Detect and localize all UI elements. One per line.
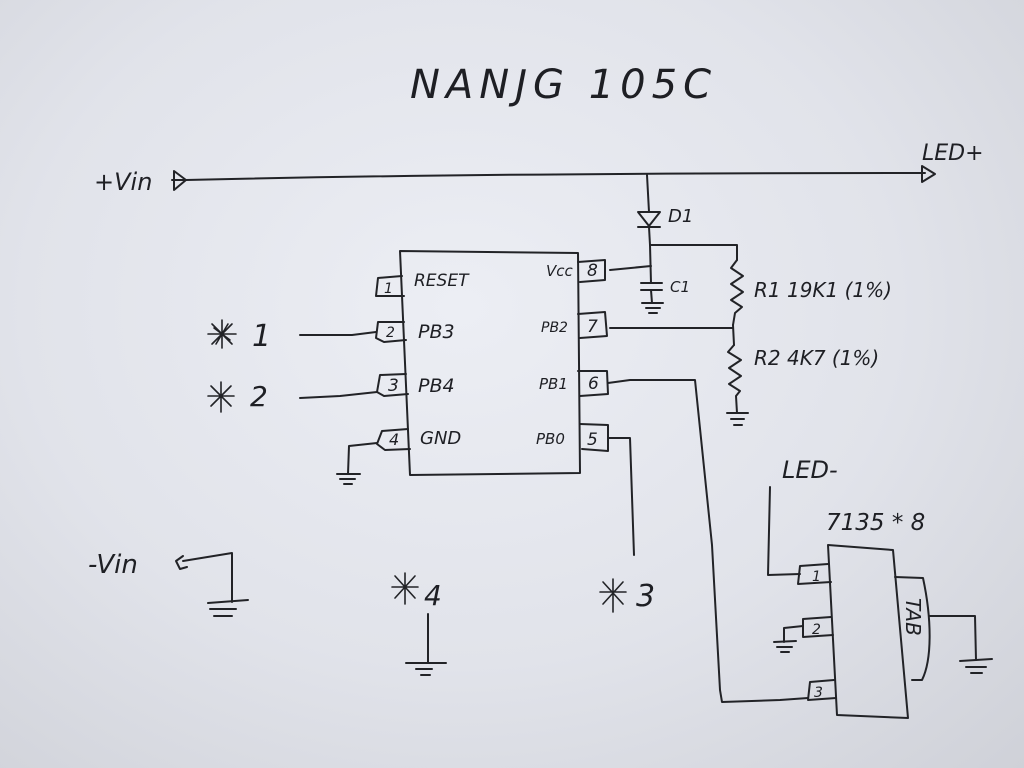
ground-icon xyxy=(641,302,664,314)
star-icon xyxy=(207,319,237,349)
pin-name: Vcc xyxy=(546,262,574,280)
driver-body xyxy=(827,544,909,719)
pb1-wire xyxy=(607,379,809,703)
star-1-connection xyxy=(207,319,377,349)
pin-name: RESET xyxy=(414,271,470,291)
star-icon xyxy=(207,381,235,413)
pin-number: 6 xyxy=(588,374,599,394)
pin-number: 2 xyxy=(386,325,395,341)
star-4-ground xyxy=(405,613,447,676)
ground-icon xyxy=(336,473,361,485)
ground-icon xyxy=(773,640,797,653)
driver-pin-number: 1 xyxy=(812,569,821,585)
pin-2-box xyxy=(375,321,407,343)
pin-name: PB3 xyxy=(418,321,455,343)
driver-7135 xyxy=(773,544,993,719)
pin-number: 5 xyxy=(587,430,598,450)
star-icon xyxy=(599,578,627,613)
star-1-label: 1 xyxy=(252,319,271,354)
led-pos-label: LED+ xyxy=(922,141,984,166)
mcu-attiny13 xyxy=(375,250,609,476)
driver-pin-1-box xyxy=(797,563,832,585)
driver-pin-3-box xyxy=(807,679,837,701)
resistor-r1 xyxy=(730,259,744,326)
r2-label: R2 4K7 (1%) xyxy=(754,346,879,370)
driver-pin-number: 3 xyxy=(814,685,823,701)
pb0-wire xyxy=(607,437,635,556)
vin-led-rail xyxy=(171,165,936,191)
ground-icon xyxy=(207,599,249,617)
pin-name: PB0 xyxy=(536,430,565,448)
c1-label: C1 xyxy=(670,278,690,296)
pin-name: GND xyxy=(420,428,461,449)
schematic-title: NANJG 105C xyxy=(410,62,717,108)
mcu-ground xyxy=(336,442,378,485)
pin-name: PB2 xyxy=(541,320,568,336)
star-2-connection xyxy=(207,381,378,413)
pin-8-box xyxy=(577,259,606,283)
star-icon xyxy=(391,572,419,605)
diode-d1 xyxy=(637,174,661,246)
star-4-label: 4 xyxy=(424,579,442,612)
led-neg-label: LED- xyxy=(782,456,838,484)
vin-neg-arrow-icon xyxy=(175,555,188,570)
r1-label: R1 19K1 (1%) xyxy=(754,278,892,302)
pin-number: 7 xyxy=(587,317,598,337)
pin-number: 8 xyxy=(587,261,598,281)
vin-neg-label: -Vin xyxy=(88,550,138,580)
resistor-icon xyxy=(730,259,744,326)
ground-icon xyxy=(959,658,993,674)
led-neg-wire xyxy=(767,486,801,576)
pin-name: PB1 xyxy=(539,375,568,393)
driver-label: 7135 * 8 xyxy=(826,510,925,536)
vin-neg-ground xyxy=(175,552,249,617)
pin-name: PB4 xyxy=(418,375,455,397)
resistor-icon xyxy=(727,344,742,414)
d1-label: D1 xyxy=(668,206,693,227)
driver-tab-label: TAB xyxy=(901,598,925,636)
vin-pos-arrow-icon xyxy=(171,170,187,191)
pin-1-box xyxy=(375,275,405,297)
resistor-r2 xyxy=(726,344,749,426)
pin-number: 1 xyxy=(384,281,393,297)
ground-icon xyxy=(726,412,749,426)
pin-number: 4 xyxy=(389,430,399,449)
driver-pin-2-box xyxy=(802,616,834,638)
ground-icon xyxy=(405,662,447,676)
pin-7-box xyxy=(577,311,608,339)
vin-pos-label: +Vin xyxy=(94,168,152,196)
driver-tab xyxy=(894,576,931,681)
led-pos-arrow-icon xyxy=(921,165,936,183)
driver-pin-number: 2 xyxy=(812,622,821,638)
star-3-label: 3 xyxy=(636,579,655,614)
star-2-label: 2 xyxy=(250,380,268,413)
pin-number: 3 xyxy=(388,376,399,396)
capacitor-icon xyxy=(640,282,663,291)
diode-icon xyxy=(637,211,661,228)
capacitor-c1 xyxy=(640,244,664,314)
